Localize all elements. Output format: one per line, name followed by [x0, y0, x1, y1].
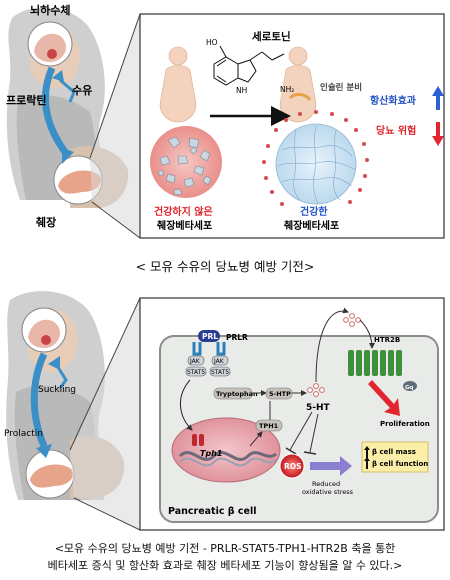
htr2b-label: HTR2B	[374, 336, 400, 344]
damaged-cells	[157, 136, 212, 196]
stat5-left	[185, 366, 207, 377]
serotonin-label: 세로토닌	[252, 30, 291, 43]
ho-label: HO	[206, 38, 218, 47]
five-htp-label: 5-HTP	[269, 390, 291, 398]
stat5-label-right: STAT5	[211, 369, 229, 376]
caption-bottom-line1: <모유 수유의 당뇨병 예방 기전 - PRLR-STAT5-TPH1-HTR2…	[54, 542, 396, 555]
tph1-label: TPH1	[259, 422, 279, 430]
proliferation-arrow	[368, 380, 400, 416]
beta-cell-outcome-box	[361, 441, 429, 473]
beta-function-label: β cell function	[372, 460, 428, 468]
caption-bottom-line2: 베타세포 증식 및 항산화 효과로 췌장 베타세포 기능이 향상됨을 알 수 있…	[47, 559, 403, 572]
prolactin-arrow-bottom	[30, 352, 48, 448]
ros-circle	[279, 453, 305, 479]
healthy-label-line2: 췌장베타세포	[284, 219, 339, 232]
up-arrow-icon	[432, 86, 444, 110]
suckling-arrow	[59, 78, 76, 103]
healthy-beta-cell-cluster	[275, 123, 357, 205]
stat5-label-left: STAT5	[187, 369, 205, 376]
jak-label-right: JAK	[213, 358, 225, 365]
insulin-secretion-label: 인슐린 분비	[320, 82, 362, 93]
gq-protein	[403, 381, 417, 391]
stat5-dimer-nucleus	[192, 434, 204, 446]
dna-strand	[178, 451, 277, 461]
pituitary-label: 뇌하수체	[30, 3, 70, 17]
prl-label: PRL	[202, 332, 218, 341]
prlr-label: PRLR	[226, 333, 248, 342]
prolactin-arrow	[42, 66, 71, 159]
suckling-label: 수유	[72, 84, 92, 97]
ros-label: ROS	[284, 462, 302, 471]
reduced-stress-arrow	[310, 456, 352, 476]
nucleus	[171, 417, 281, 483]
diabetes-risk-label: 당뇨 위험	[376, 124, 416, 137]
htr2b-receptor	[348, 350, 402, 376]
serotonin-structure	[213, 45, 285, 86]
nh-label: NH	[236, 86, 247, 95]
gq-label: Gq	[405, 385, 414, 391]
antioxidant-label: 항산화효과	[370, 94, 417, 107]
reduced-stress-line1: Reduced	[312, 480, 340, 488]
pancreatic-beta-cell-label: Pancreatic β cell	[168, 506, 256, 517]
down-arrow-icon	[432, 122, 444, 146]
bottom-panel: Suckling Prolactin Tph1 PRL PRLR JAK JAK…	[4, 291, 445, 531]
five-ht-label: 5-HT	[306, 403, 331, 413]
prolactin-label: 프로락틴	[6, 93, 46, 107]
unhealthy-label-line2: 췌장베타세포	[157, 219, 212, 232]
suckling-label-bottom: Suckling	[38, 385, 76, 395]
beta-mass-label: β cell mass	[372, 448, 416, 456]
jak-right	[211, 355, 229, 366]
caption-top: < 모유 수유의 당뇨병 예방 기전>	[135, 259, 315, 274]
jak-left	[187, 355, 205, 366]
unhealthy-label-line1: 건강하지 않은	[154, 205, 213, 218]
woman-silhouette-left	[159, 46, 197, 123]
insulin-dots	[262, 110, 369, 206]
jak-label-left: JAK	[189, 358, 201, 365]
tph1-gene-label: Tph1	[200, 449, 222, 458]
tryptophan-label: Tryptophan	[216, 390, 258, 398]
reduced-stress-line2: oxidative stress	[302, 488, 354, 496]
proliferation-label: Proliferation	[380, 420, 430, 428]
caption-bottom: <모유 수유의 당뇨병 예방 기전 - PRLR-STAT5-TPH1-HTR2…	[0, 540, 450, 574]
stat5-right	[209, 366, 231, 377]
serotonin-granules	[307, 313, 361, 397]
stat5-to-nucleus-arrow	[180, 379, 193, 431]
top-panel: 뇌하수체 프로락틴 수유 췌장 세로토	[6, 3, 445, 239]
healthy-cell-mesh	[277, 125, 357, 205]
healthy-label-line1: 건강한	[300, 205, 328, 218]
tph1-box	[255, 419, 283, 432]
secretion-arrow	[315, 307, 349, 383]
prolactin-label-bottom: Prolactin	[4, 429, 43, 439]
prl-ligand	[198, 330, 220, 342]
nh2-label: NH₂	[280, 85, 294, 94]
pancreas-label: 췌장	[36, 215, 56, 229]
